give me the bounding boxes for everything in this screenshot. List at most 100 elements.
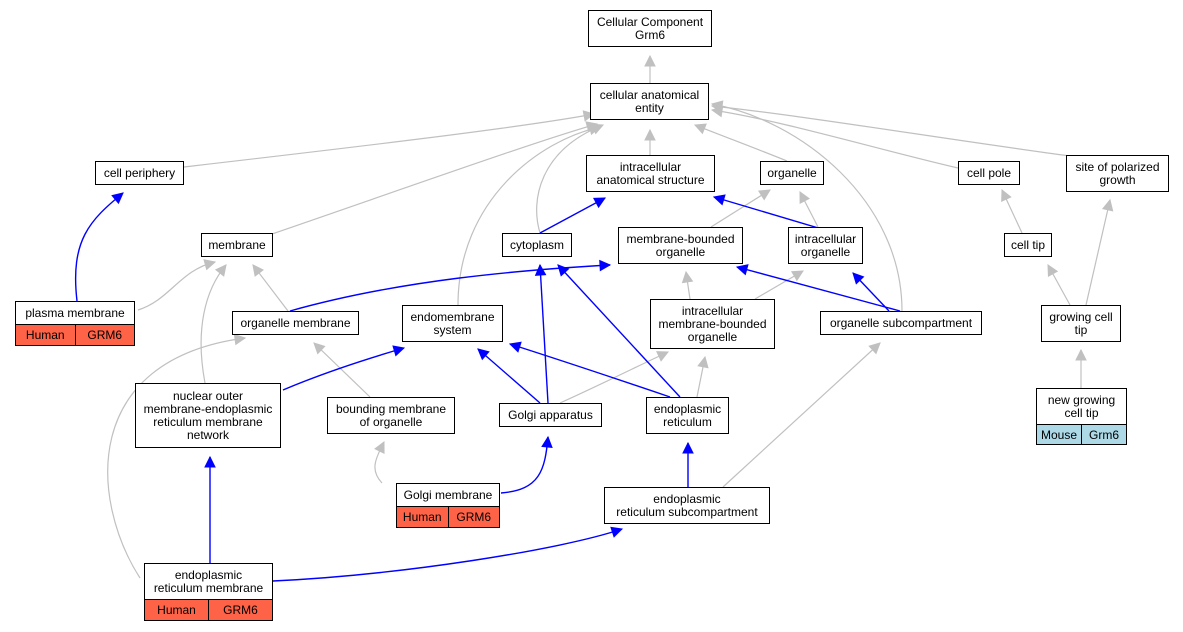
edge-noemn-endomembrane <box>282 347 405 391</box>
edge-bmo-om-arrowhead <box>313 342 326 355</box>
node-organelle-membrane[interactable]: organelle membrane <box>232 311 359 335</box>
endoplasmic-reticulum-membrane-annotation: Human GRM6 <box>144 599 273 621</box>
edge-cytoplasm-ias-arrowhead <box>593 197 606 209</box>
edge-pm-membrane-arrowhead <box>203 259 217 271</box>
edge-endomembrane-cae-arrowhead <box>588 123 602 136</box>
edge-ngct-gct-arrowhead <box>1075 348 1087 361</box>
edge-golgi-imbo-arrowhead <box>656 351 670 362</box>
edge-er-cytoplasm-arrowhead <box>557 264 570 277</box>
edge-er-endomembrane-arrowhead <box>508 341 522 353</box>
edge-ersub-osub-arrowhead <box>868 342 881 355</box>
gene-tag[interactable]: GRM6 <box>74 325 134 345</box>
edge-om-mbo-arrowhead <box>599 259 612 272</box>
gene-tag[interactable]: GRM6 <box>447 507 499 527</box>
plasma-membrane-annotation: Human GRM6 <box>15 324 135 346</box>
edge-cellpole-cae <box>711 109 959 169</box>
node-organelle-subcompartment[interactable]: organelle subcompartment <box>820 311 982 335</box>
node-endomembrane-system[interactable]: endomembrane system <box>402 305 503 342</box>
edge-io-ias-arrowhead <box>712 194 726 206</box>
golgi-membrane-annotation: Human GRM6 <box>396 506 500 528</box>
edge-osub-mbo-arrowhead <box>735 264 749 276</box>
edge-ias-cae-arrowhead <box>644 128 656 141</box>
node-membrane-bounded-organelle[interactable]: membrane-bounded organelle <box>618 227 743 264</box>
edge-pm-cellperiphery <box>74 192 124 302</box>
species-tag[interactable]: Human <box>397 507 448 527</box>
edge-gct-spg <box>1085 199 1111 306</box>
edge-gct-celltip-arrowhead <box>1047 264 1059 277</box>
edge-golgi-endomembrane <box>477 348 541 404</box>
species-tag[interactable]: Human <box>16 325 75 345</box>
edge-gct-spg-arrowhead <box>1101 198 1114 212</box>
edge-golgi-cytoplasm-arrowhead <box>534 263 547 276</box>
gene-tag[interactable]: GRM6 <box>208 600 272 620</box>
node-cell-periphery[interactable]: cell periphery <box>95 161 184 185</box>
edge-er-imbo-arrowhead <box>697 355 709 369</box>
edge-ersub-er-arrowhead <box>682 441 694 454</box>
edge-osub-cae <box>711 103 903 312</box>
edge-membrane-cae <box>271 123 598 235</box>
edge-cae-root-arrowhead <box>644 54 656 67</box>
edge-mbo-organelle-arrowhead <box>758 189 771 201</box>
node-cellular-anatomical-entity[interactable]: cellular anatomical entity <box>590 83 709 120</box>
edge-pm-cellperiphery-arrowhead <box>111 192 124 205</box>
node-cell-tip[interactable]: cell tip <box>1004 233 1052 257</box>
edge-om-membrane-arrowhead <box>252 264 264 277</box>
edge-erm-ersub <box>272 528 623 582</box>
node-new-growing-cell-tip[interactable]: new growing cell tip <box>1036 388 1127 425</box>
edge-cytoplasm-cae <box>536 124 604 234</box>
node-cellular-component-grm6[interactable]: Cellular Component Grm6 <box>588 10 712 47</box>
edge-erm-om <box>107 337 246 579</box>
edge-golgi-cytoplasm <box>539 264 549 404</box>
node-organelle[interactable]: organelle <box>760 161 824 185</box>
node-membrane[interactable]: membrane <box>201 233 273 257</box>
new-growing-cell-tip-annotation: Mouse Grm6 <box>1036 424 1127 445</box>
edge-cellperiphery-cae <box>183 113 595 168</box>
edge-cytoplasm-ias <box>539 197 606 234</box>
edge-spg-cae <box>711 105 1071 157</box>
node-nuclear-outer-membrane-er-membrane-network[interactable]: nuclear outer membrane-endoplasmic retic… <box>135 383 281 448</box>
edge-erm-ersub-arrowhead <box>610 526 624 538</box>
node-cell-pole[interactable]: cell pole <box>958 161 1020 185</box>
node-site-of-polarized-growth[interactable]: site of polarized growth <box>1066 155 1169 192</box>
edge-er-cytoplasm <box>557 264 681 398</box>
edge-endomembrane-cae <box>457 126 601 306</box>
node-growing-cell-tip[interactable]: growing cell tip <box>1041 305 1121 342</box>
node-intracellular-membrane-bounded-organelle[interactable]: intracellular membrane-bounded organelle <box>650 299 775 349</box>
edge-gm-golgi-arrowhead <box>541 435 553 449</box>
species-tag[interactable]: Human <box>145 600 208 620</box>
edge-bmo-om <box>313 342 371 398</box>
edge-noemn-endomembrane-arrowhead <box>392 345 406 357</box>
edge-osub-mbo <box>736 266 901 312</box>
gene-tag[interactable]: Grm6 <box>1081 425 1126 444</box>
edge-er-endomembrane <box>509 343 671 398</box>
edge-erm-om-arrowhead <box>233 333 247 346</box>
node-cytoplasm[interactable]: cytoplasm <box>502 233 572 257</box>
edge-noemn-membrane-arrowhead <box>214 264 227 277</box>
node-intracellular-anatomical-structure[interactable]: intracellular anatomical structure <box>586 155 715 192</box>
edge-organelle-cae-arrowhead <box>693 123 707 135</box>
edge-gm-bmo-arrowhead <box>374 440 385 454</box>
edge-pm-membrane <box>137 261 216 311</box>
edge-celltip-cellpole-arrowhead <box>1001 188 1012 202</box>
node-bounding-membrane-of-organelle[interactable]: bounding membrane of organelle <box>327 397 455 434</box>
edge-ersub-osub <box>722 342 881 488</box>
node-golgi-apparatus[interactable]: Golgi apparatus <box>499 403 602 427</box>
species-tag[interactable]: Mouse <box>1037 425 1081 444</box>
node-golgi-membrane[interactable]: Golgi membrane <box>396 483 500 507</box>
edge-noemn-membrane <box>200 264 227 384</box>
node-intracellular-organelle[interactable]: intracellular organelle <box>788 227 863 264</box>
edge-om-mbo <box>289 264 611 312</box>
node-endoplasmic-reticulum-subcompartment[interactable]: endoplasmic reticulum subcompartment <box>604 487 770 524</box>
node-endoplasmic-reticulum-membrane[interactable]: endoplasmic reticulum membrane <box>144 563 273 600</box>
edge-osub-io-arrowhead <box>852 272 865 285</box>
edge-gm-golgi <box>500 436 549 494</box>
node-plasma-membrane[interactable]: plasma membrane <box>15 301 135 325</box>
edge-imbo-mbo-arrowhead <box>681 270 694 284</box>
edge-imbo-io-arrowhead <box>791 270 804 282</box>
edge-osub-cae-arrowhead <box>710 100 724 112</box>
node-endoplasmic-reticulum[interactable]: endoplasmic reticulum <box>646 397 729 434</box>
edge-mbo-organelle <box>710 189 771 228</box>
edge-io-organelle-arrowhead <box>799 191 810 204</box>
